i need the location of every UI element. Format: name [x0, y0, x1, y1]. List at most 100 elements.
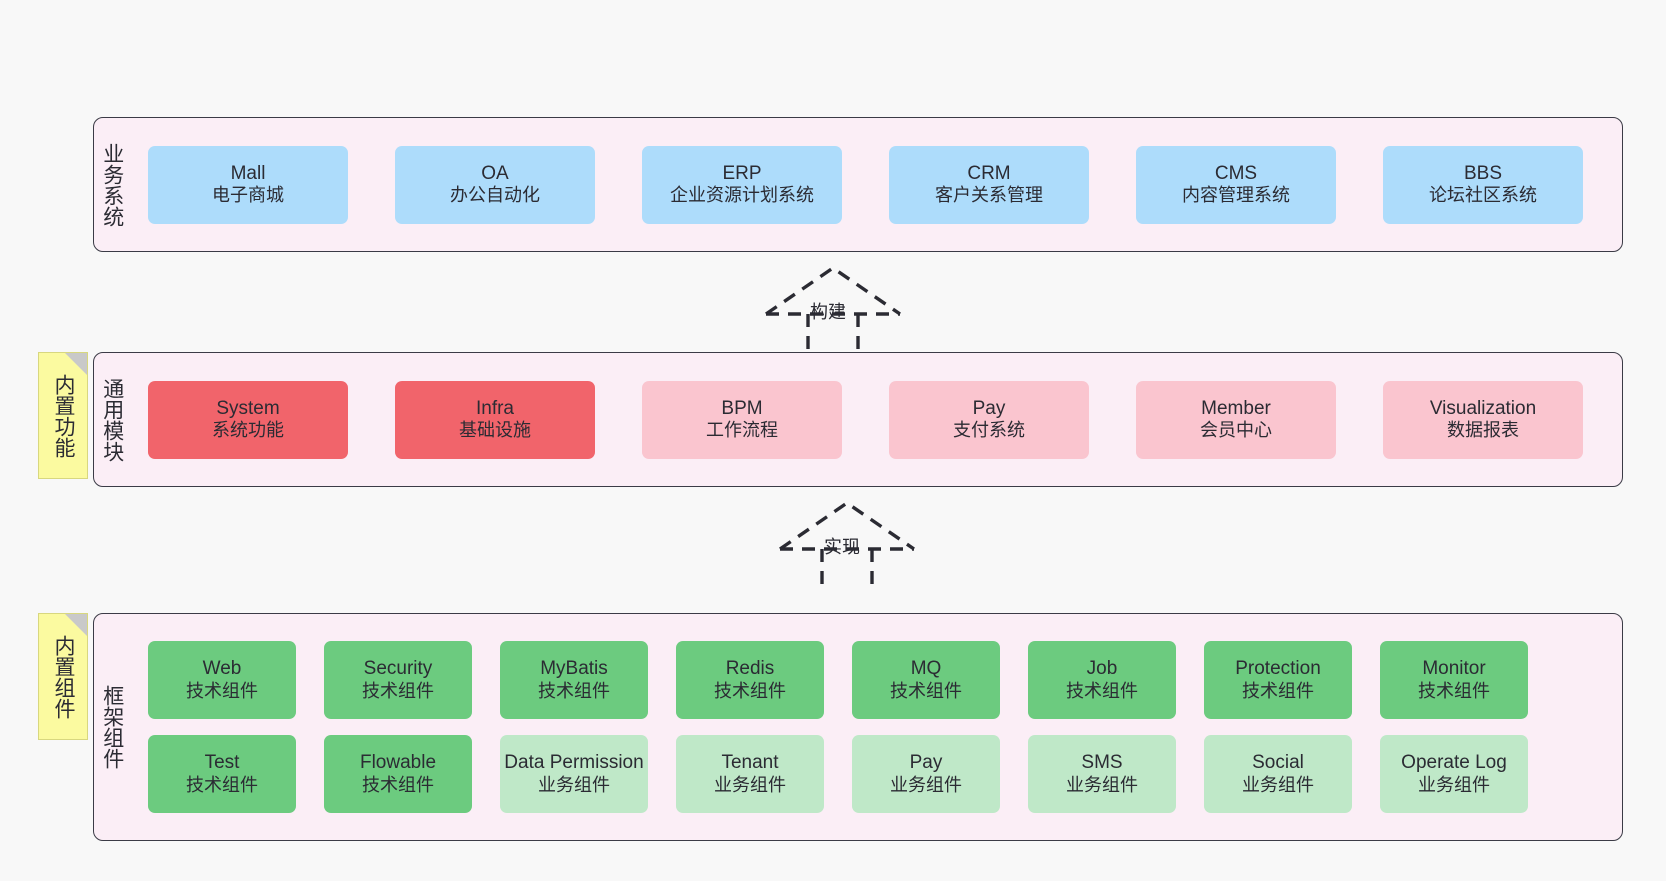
- card-subtitle: 会员中心: [1200, 420, 1272, 441]
- card-subtitle: 技术组件: [1418, 680, 1490, 701]
- card-title: Pay: [972, 397, 1006, 419]
- card-title: MyBatis: [540, 658, 608, 680]
- card-title: OA: [481, 162, 509, 184]
- card-subtitle: 业务组件: [1418, 774, 1490, 795]
- implement-arrow: 实现: [772, 497, 922, 587]
- build-arrow: 构建: [758, 262, 908, 352]
- card-title: Social: [1252, 752, 1304, 774]
- card-title: Data Permission: [504, 752, 644, 774]
- row-gap: [130, 719, 1622, 735]
- card-subtitle: 技术组件: [362, 774, 434, 795]
- card-title: MQ: [910, 658, 942, 680]
- card-title: Web: [202, 658, 242, 680]
- card-subtitle: 业务组件: [538, 774, 610, 795]
- layer-title-framework: 框架组件: [100, 685, 124, 769]
- card-subtitle: 业务组件: [1066, 774, 1138, 795]
- card-subtitle: 基础设施: [459, 420, 531, 441]
- card-title: Test: [204, 752, 240, 774]
- card-title: Protection: [1235, 658, 1321, 680]
- card-title: Mall: [230, 162, 266, 184]
- builtin-component-note: 内置组件: [38, 613, 88, 740]
- card-subtitle: 技术组件: [362, 680, 434, 701]
- note-fold-corner-icon: [65, 614, 87, 636]
- card-title: Security: [363, 658, 433, 680]
- card-title: Member: [1201, 397, 1271, 419]
- card-subtitle: 技术组件: [890, 680, 962, 701]
- card-subtitle: 电子商城: [212, 185, 284, 206]
- card-title: Pay: [909, 752, 943, 774]
- card-subtitle: 办公自动化: [450, 185, 540, 206]
- card-subtitle: 论坛社区系统: [1429, 185, 1537, 206]
- card-subtitle: 业务组件: [714, 774, 786, 795]
- card-subtitle: 技术组件: [714, 680, 786, 701]
- card-title: Visualization: [1429, 397, 1537, 419]
- builtin-component-note-label: 内置组件: [51, 634, 75, 719]
- card-title: Infra: [475, 397, 515, 419]
- builtin-function-note: 内置功能: [38, 352, 88, 479]
- card-subtitle: 数据报表: [1447, 420, 1519, 441]
- card-subtitle: 支付系统: [953, 420, 1025, 441]
- builtin-function-note-label: 内置功能: [51, 373, 75, 458]
- note-fold-corner-icon: [65, 353, 87, 375]
- card-title: Operate Log: [1401, 752, 1507, 774]
- card-title: BPM: [721, 397, 763, 419]
- card-subtitle: 技术组件: [1066, 680, 1138, 701]
- card-title: ERP: [722, 162, 762, 184]
- card-subtitle: 技术组件: [186, 680, 258, 701]
- layer-title-modules: 通用模块: [100, 377, 124, 462]
- card-title: Redis: [725, 658, 775, 680]
- card-subtitle: 工作流程: [706, 420, 778, 441]
- card-subtitle: 技术组件: [1242, 680, 1314, 701]
- card-title: Monitor: [1422, 658, 1486, 680]
- card-title: Job: [1086, 658, 1118, 680]
- card-subtitle: 企业资源计划系统: [670, 185, 814, 206]
- card-subtitle: 系统功能: [212, 420, 284, 441]
- card-subtitle: 客户关系管理: [935, 185, 1043, 206]
- card-title: BBS: [1463, 162, 1503, 184]
- implement-arrow-label: 实现: [824, 537, 860, 557]
- card-title: Flowable: [359, 752, 437, 774]
- card-subtitle: 业务组件: [1242, 774, 1314, 795]
- card-title: System: [216, 397, 280, 419]
- layer-title-business: 业务系统: [100, 142, 124, 227]
- build-arrow-label: 构建: [810, 302, 846, 322]
- card-title: SMS: [1081, 752, 1123, 774]
- card-title: CMS: [1214, 162, 1258, 184]
